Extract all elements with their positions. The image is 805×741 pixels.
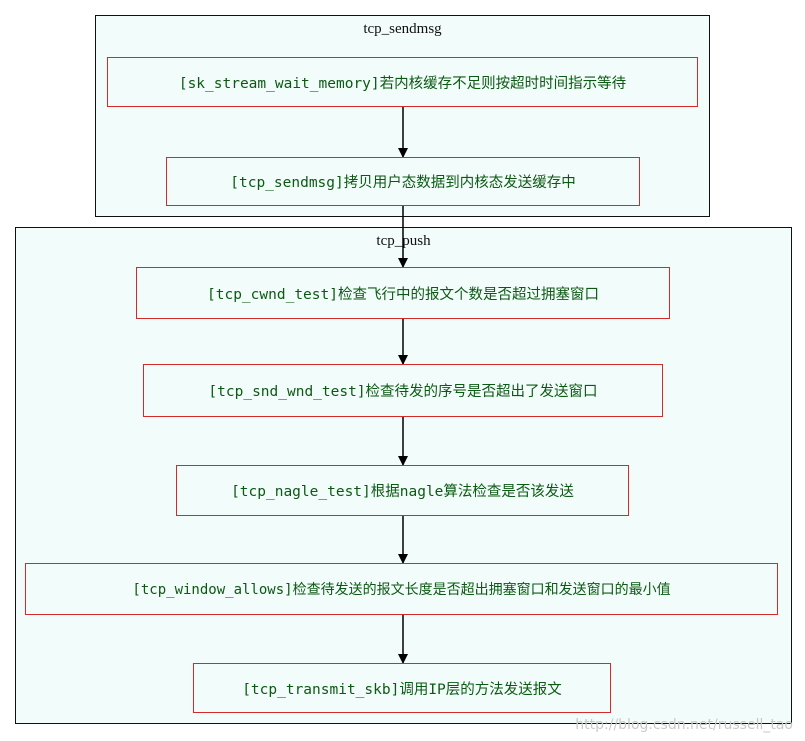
node-tcp-nagle-test: [tcp_nagle_test]根据nagle算法检查是否该发送 bbox=[176, 465, 629, 516]
node-tcp-window-allows: [tcp_window_allows]检查待发送的报文长度是否超出拥塞窗口和发送… bbox=[25, 563, 778, 615]
node-tcp-sendmsg: [tcp_sendmsg]拷贝用户态数据到内核态发送缓存中 bbox=[166, 157, 640, 206]
node-tcp-transmit-skb: [tcp_transmit_skb]调用IP层的方法发送报文 bbox=[193, 663, 611, 713]
node-sk-stream-wait-memory: [sk_stream_wait_memory]若内核缓存不足则按超时时间指示等待 bbox=[107, 57, 698, 107]
cluster-title-tcp-push: tcp_push bbox=[376, 233, 431, 249]
cluster-title-tcp-sendmsg: tcp_sendmsg bbox=[363, 21, 442, 37]
node-tcp-snd-wnd-test: [tcp_snd_wnd_test]检查待发的序号是否超出了发送窗口 bbox=[143, 364, 663, 417]
node-tcp-cwnd-test: [tcp_cwnd_test]检查飞行中的报文个数是否超过拥塞窗口 bbox=[136, 267, 670, 319]
watermark-text: http://blog.csdn.net/russell_tao bbox=[575, 717, 793, 733]
